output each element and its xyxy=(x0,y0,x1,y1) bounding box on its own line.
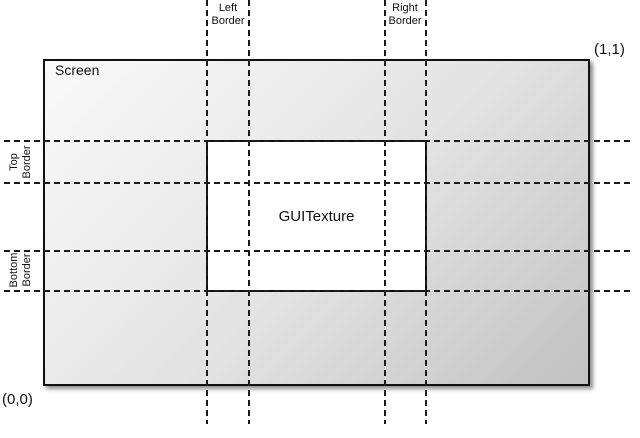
right-border-caption: Right Border xyxy=(383,2,427,28)
coordinate-label-top-right: (1,1) xyxy=(594,41,625,58)
right-border-caption-line2: Border xyxy=(388,15,422,27)
guitexture-right-edge-guide-line xyxy=(425,0,427,424)
left-border-caption-line2: Border xyxy=(211,15,245,27)
top-border-caption-line1: Top xyxy=(8,153,20,171)
guitexture-left-edge-guide-line xyxy=(206,0,208,424)
guitexture-bottom-edge-guide-line xyxy=(4,290,633,292)
top-border-guide-line xyxy=(4,182,633,184)
left-border-caption-line1: Left xyxy=(218,2,238,14)
coordinate-label-bottom-left: (0,0) xyxy=(2,391,33,408)
screen-label: Screen xyxy=(55,62,100,78)
left-border-caption: Left Border xyxy=(206,2,250,28)
bottom-border-caption: Bottom Border xyxy=(8,247,34,293)
guitexture-label: GUITexture xyxy=(278,207,355,225)
right-border-caption-line1: Right xyxy=(392,2,418,14)
top-border-caption-line2: Border xyxy=(21,145,33,179)
guitexture-top-edge-guide-line xyxy=(4,140,633,142)
right-border-guide-line xyxy=(384,0,386,424)
left-border-guide-line xyxy=(248,0,250,424)
bottom-border-caption-line2: Border xyxy=(21,253,33,287)
bottom-border-caption-line1: Bottom xyxy=(8,252,20,288)
bottom-border-guide-line xyxy=(4,250,633,252)
guitexture-rect: GUITexture xyxy=(206,140,427,292)
top-border-caption: Top Border xyxy=(8,139,34,185)
